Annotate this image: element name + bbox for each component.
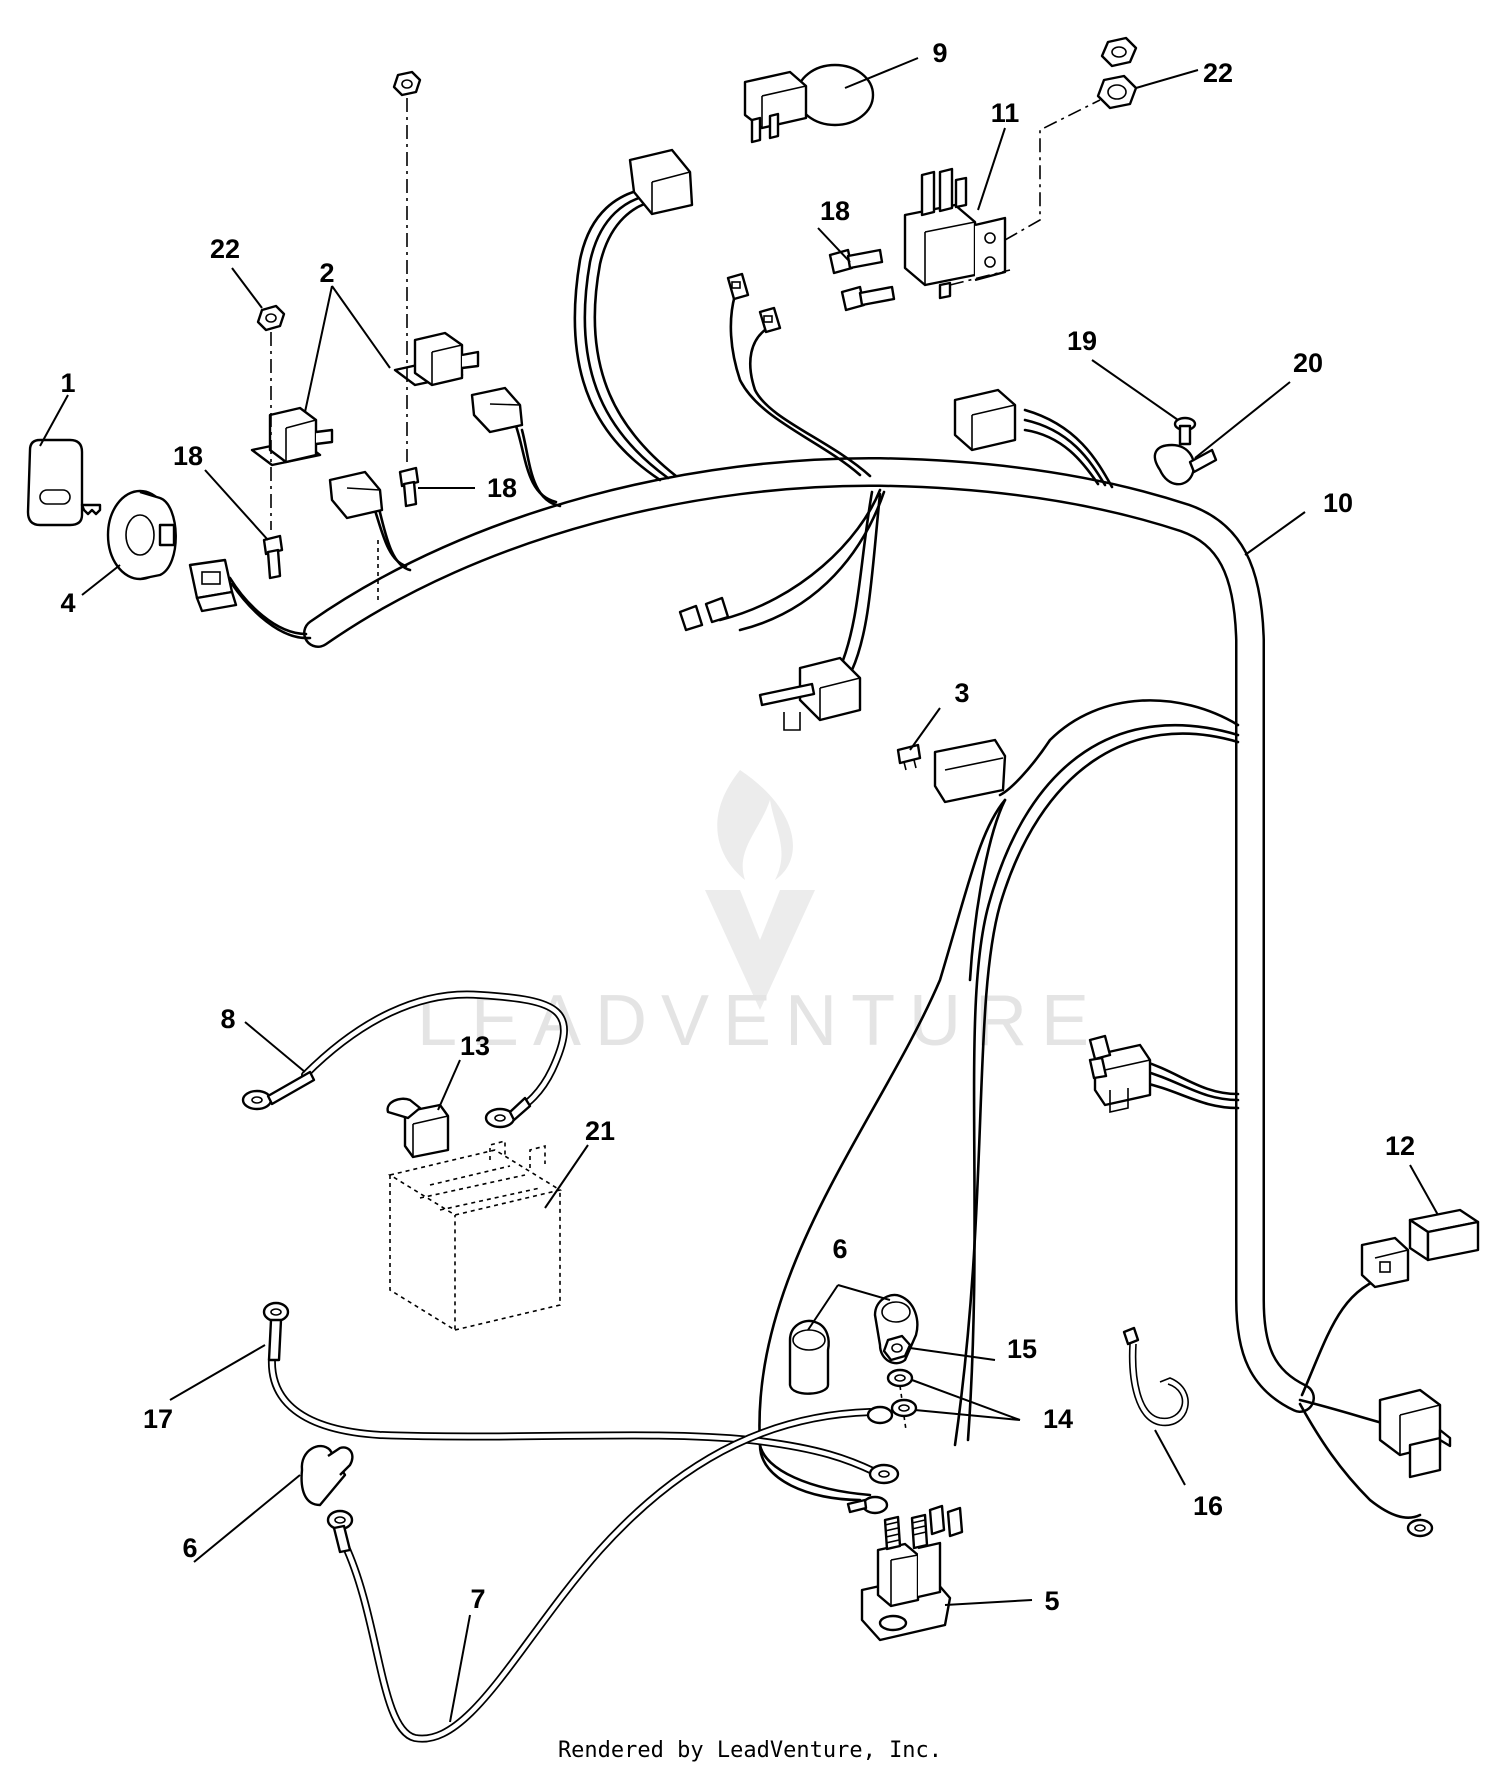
screw-relay-right bbox=[398, 466, 420, 508]
terminal-boot-6-mid bbox=[788, 1319, 830, 1395]
callout-14: 14 bbox=[1043, 1404, 1073, 1434]
spade-terminal-a bbox=[726, 272, 750, 301]
render-credit: Rendered by LeadVenture, Inc. bbox=[557, 1738, 943, 1763]
main-wiring-harness bbox=[303, 456, 1315, 1413]
lower-right-connector bbox=[1378, 1388, 1452, 1479]
callout-2: 2 bbox=[319, 258, 334, 288]
connector-12-mate bbox=[1360, 1236, 1410, 1289]
relay-right-connector bbox=[470, 386, 524, 434]
mid-harness-connector bbox=[758, 656, 862, 731]
callout-18-top: 18 bbox=[820, 196, 850, 226]
ignition-connector bbox=[188, 558, 238, 613]
callout-20: 20 bbox=[1293, 348, 1323, 378]
right-top-connector bbox=[953, 388, 1017, 452]
callout-13: 13 bbox=[460, 1031, 490, 1061]
nut-bottom bbox=[1096, 74, 1138, 110]
callout-22-right: 22 bbox=[1203, 58, 1233, 88]
switch-mount-line-b bbox=[949, 269, 1011, 286]
top-harness-connector bbox=[628, 148, 694, 216]
washer-14-lower bbox=[890, 1398, 918, 1418]
callout-labels: 1 2 3 4 5 6 6 7 8 9 10 11 12 13 14 15 16… bbox=[60, 38, 1415, 1616]
screw-relay-left bbox=[262, 534, 284, 580]
ring-terminal-7 bbox=[866, 1405, 894, 1425]
terminal-boot-6-left bbox=[300, 1444, 354, 1507]
ignition-switch bbox=[106, 489, 177, 581]
starter-solenoid bbox=[860, 1504, 964, 1642]
battery-cable-7 bbox=[326, 1408, 874, 1743]
spade-terminal-c bbox=[678, 604, 704, 632]
nut-15 bbox=[882, 1334, 912, 1362]
fuse bbox=[896, 743, 922, 771]
callout-15: 15 bbox=[1007, 1334, 1037, 1364]
nut-relay-right bbox=[392, 70, 422, 97]
ring-terminal-right bbox=[1406, 1518, 1434, 1538]
callout-19: 19 bbox=[1067, 326, 1097, 356]
mid-right-connector bbox=[1088, 1034, 1152, 1113]
callout-9: 9 bbox=[932, 38, 947, 68]
spade-terminal-d bbox=[704, 596, 730, 624]
relay-right bbox=[393, 331, 480, 387]
callout-12: 12 bbox=[1385, 1131, 1415, 1161]
nut-top bbox=[1100, 36, 1138, 68]
battery-cable-17 bbox=[262, 1301, 900, 1485]
terminal-boot-13 bbox=[386, 1097, 450, 1159]
brake-switch bbox=[903, 167, 1007, 300]
nut-relay-left bbox=[256, 304, 286, 332]
callout-8: 8 bbox=[220, 1004, 235, 1034]
spade-terminal-b bbox=[758, 306, 782, 334]
callout-3: 3 bbox=[954, 678, 969, 708]
callout-6-mid: 6 bbox=[832, 1234, 847, 1264]
callout-16: 16 bbox=[1193, 1491, 1223, 1521]
seat-switch bbox=[743, 63, 875, 144]
screw-switch-b bbox=[840, 285, 896, 312]
battery-21 bbox=[387, 1139, 563, 1332]
watermark-text: LEADVENTURE bbox=[417, 981, 1103, 1061]
callout-1: 1 bbox=[60, 368, 75, 398]
relay-left-connector bbox=[328, 470, 384, 520]
callout-18-left: 18 bbox=[173, 441, 203, 471]
callout-22-left: 22 bbox=[210, 234, 240, 264]
switch-mount-line-a bbox=[1004, 99, 1101, 241]
callout-17: 17 bbox=[143, 1404, 173, 1434]
relay-left bbox=[250, 406, 334, 467]
callout-18-mid: 18 bbox=[487, 473, 517, 503]
leader-lines bbox=[39, 57, 1439, 1723]
cable-tie bbox=[1122, 1326, 1189, 1427]
battery-cable-8 bbox=[241, 990, 568, 1129]
callout-21: 21 bbox=[585, 1116, 615, 1146]
screw-switch-a bbox=[828, 248, 884, 275]
ignition-key bbox=[26, 438, 102, 527]
fuse-holder bbox=[933, 738, 1007, 804]
callout-10: 10 bbox=[1323, 488, 1353, 518]
callout-6-left: 6 bbox=[182, 1533, 197, 1563]
callout-7: 7 bbox=[470, 1584, 485, 1614]
connector-cover-12 bbox=[1408, 1208, 1480, 1262]
callout-4: 4 bbox=[60, 588, 75, 618]
callout-11: 11 bbox=[991, 98, 1020, 128]
callout-5: 5 bbox=[1044, 1586, 1059, 1616]
washer-14-upper bbox=[886, 1368, 914, 1388]
cable-clamp bbox=[1153, 443, 1218, 486]
harness-wires bbox=[228, 188, 1422, 1520]
screw-19 bbox=[1173, 416, 1197, 446]
